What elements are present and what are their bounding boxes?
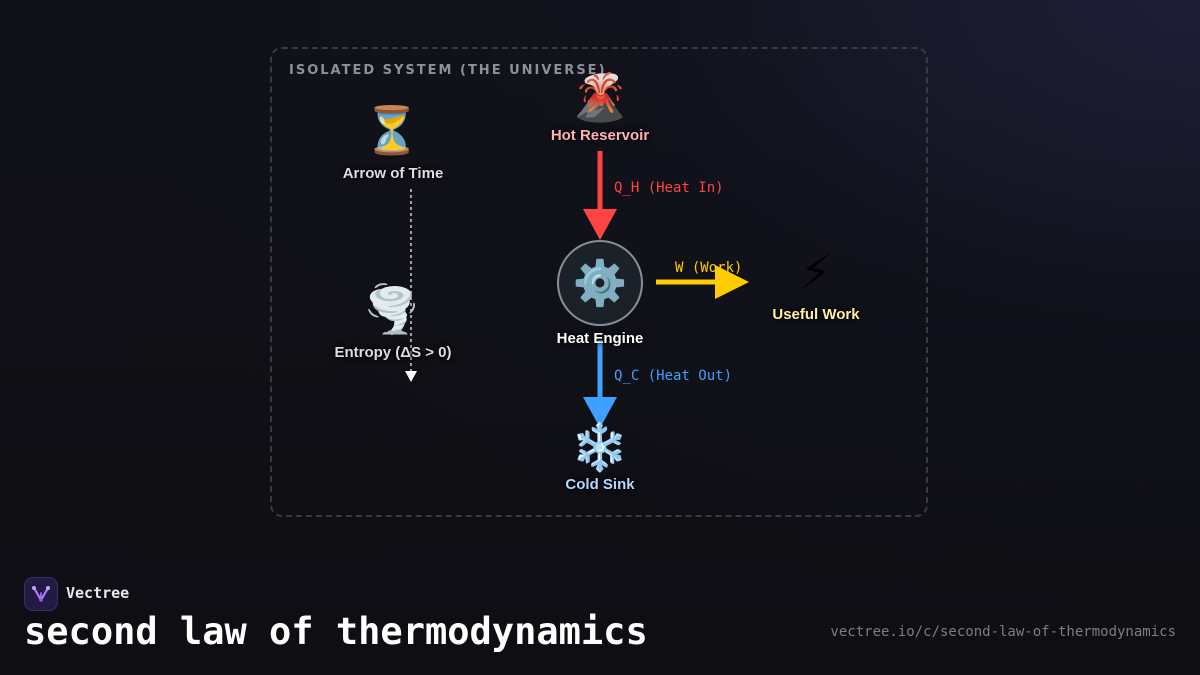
gear-icon: ⚙️ — [572, 258, 628, 309]
heat-engine-node: ⚙️ — [557, 240, 643, 326]
snowflake-icon: ❄️ — [571, 420, 629, 474]
lightning-icon: ⚡ — [799, 245, 833, 299]
arrow-of-time-label: Arrow of Time — [342, 165, 444, 182]
volcano-icon: 🌋 — [571, 70, 629, 124]
frame-title: ISOLATED SYSTEM (THE UNIVERSE) — [289, 63, 607, 78]
hot-reservoir-label: Hot Reservoir — [550, 127, 650, 144]
cold-sink-label: Cold Sink — [565, 476, 635, 493]
heat-engine-label: Heat Engine — [556, 330, 644, 347]
entropy-label: Entropy (ΔS > 0) — [334, 344, 452, 361]
work-label: W (Work) — [675, 260, 743, 276]
brand-name: Vectree — [66, 584, 130, 602]
heat-out-arrowhead — [583, 397, 617, 428]
heat-in-arrowhead — [583, 209, 617, 240]
heat-out-label: Q_C (Heat Out) — [614, 368, 733, 384]
useful-work-label: Useful Work — [772, 306, 860, 323]
time-flow-arrowhead — [405, 371, 417, 382]
page-url[interactable]: vectree.io/c/second-law-of-thermodynamic… — [830, 624, 1176, 640]
hourglass-icon: ⏳ — [363, 103, 421, 157]
page-title: second law of thermodynamics — [24, 610, 648, 653]
isolated-system-frame — [270, 47, 928, 517]
heat-in-label: Q_H (Heat In) — [614, 180, 724, 196]
tornado-icon: 🌪️ — [363, 282, 421, 336]
vectree-logo-icon — [24, 577, 58, 611]
work-arrowhead — [715, 265, 749, 299]
